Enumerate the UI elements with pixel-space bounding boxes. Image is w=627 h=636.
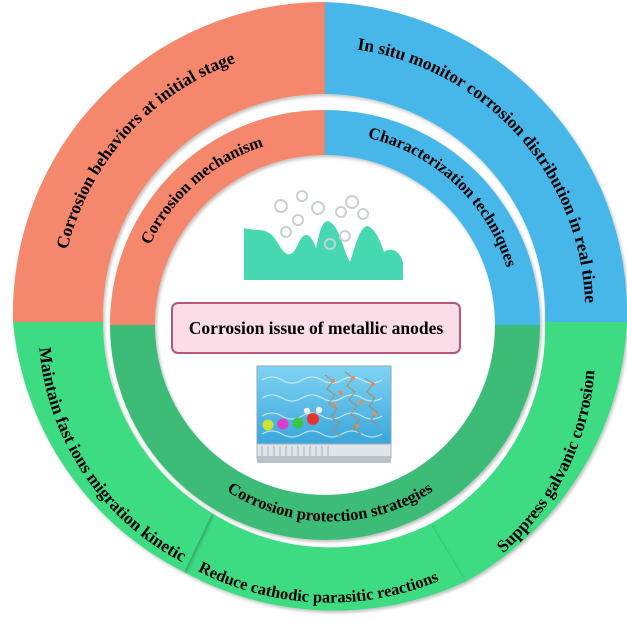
outer-segment-reduce-cathodic bbox=[184, 513, 465, 611]
inner-segment-corrosion-mechanism bbox=[109, 109, 325, 325]
inner-segment-protection-strategies bbox=[110, 325, 540, 540]
center-title-box: Corrosion issue of metallic anodes bbox=[171, 302, 461, 354]
inner-segment-characterization bbox=[325, 109, 541, 325]
ion-spheres bbox=[262, 406, 323, 431]
outer-segment-suppress-galvanic bbox=[430, 322, 627, 582]
outer-segment-corrosion-behaviors bbox=[12, 1, 326, 323]
electrolyte-ion-migration-icon bbox=[256, 365, 392, 463]
outer-segment-in-situ-monitor bbox=[325, 2, 627, 322]
outer-segment-maintain-fast-ions bbox=[13, 322, 212, 572]
center-title: Corrosion issue of metallic anodes bbox=[188, 317, 444, 338]
corroded-metal-surface-icon bbox=[244, 190, 403, 280]
